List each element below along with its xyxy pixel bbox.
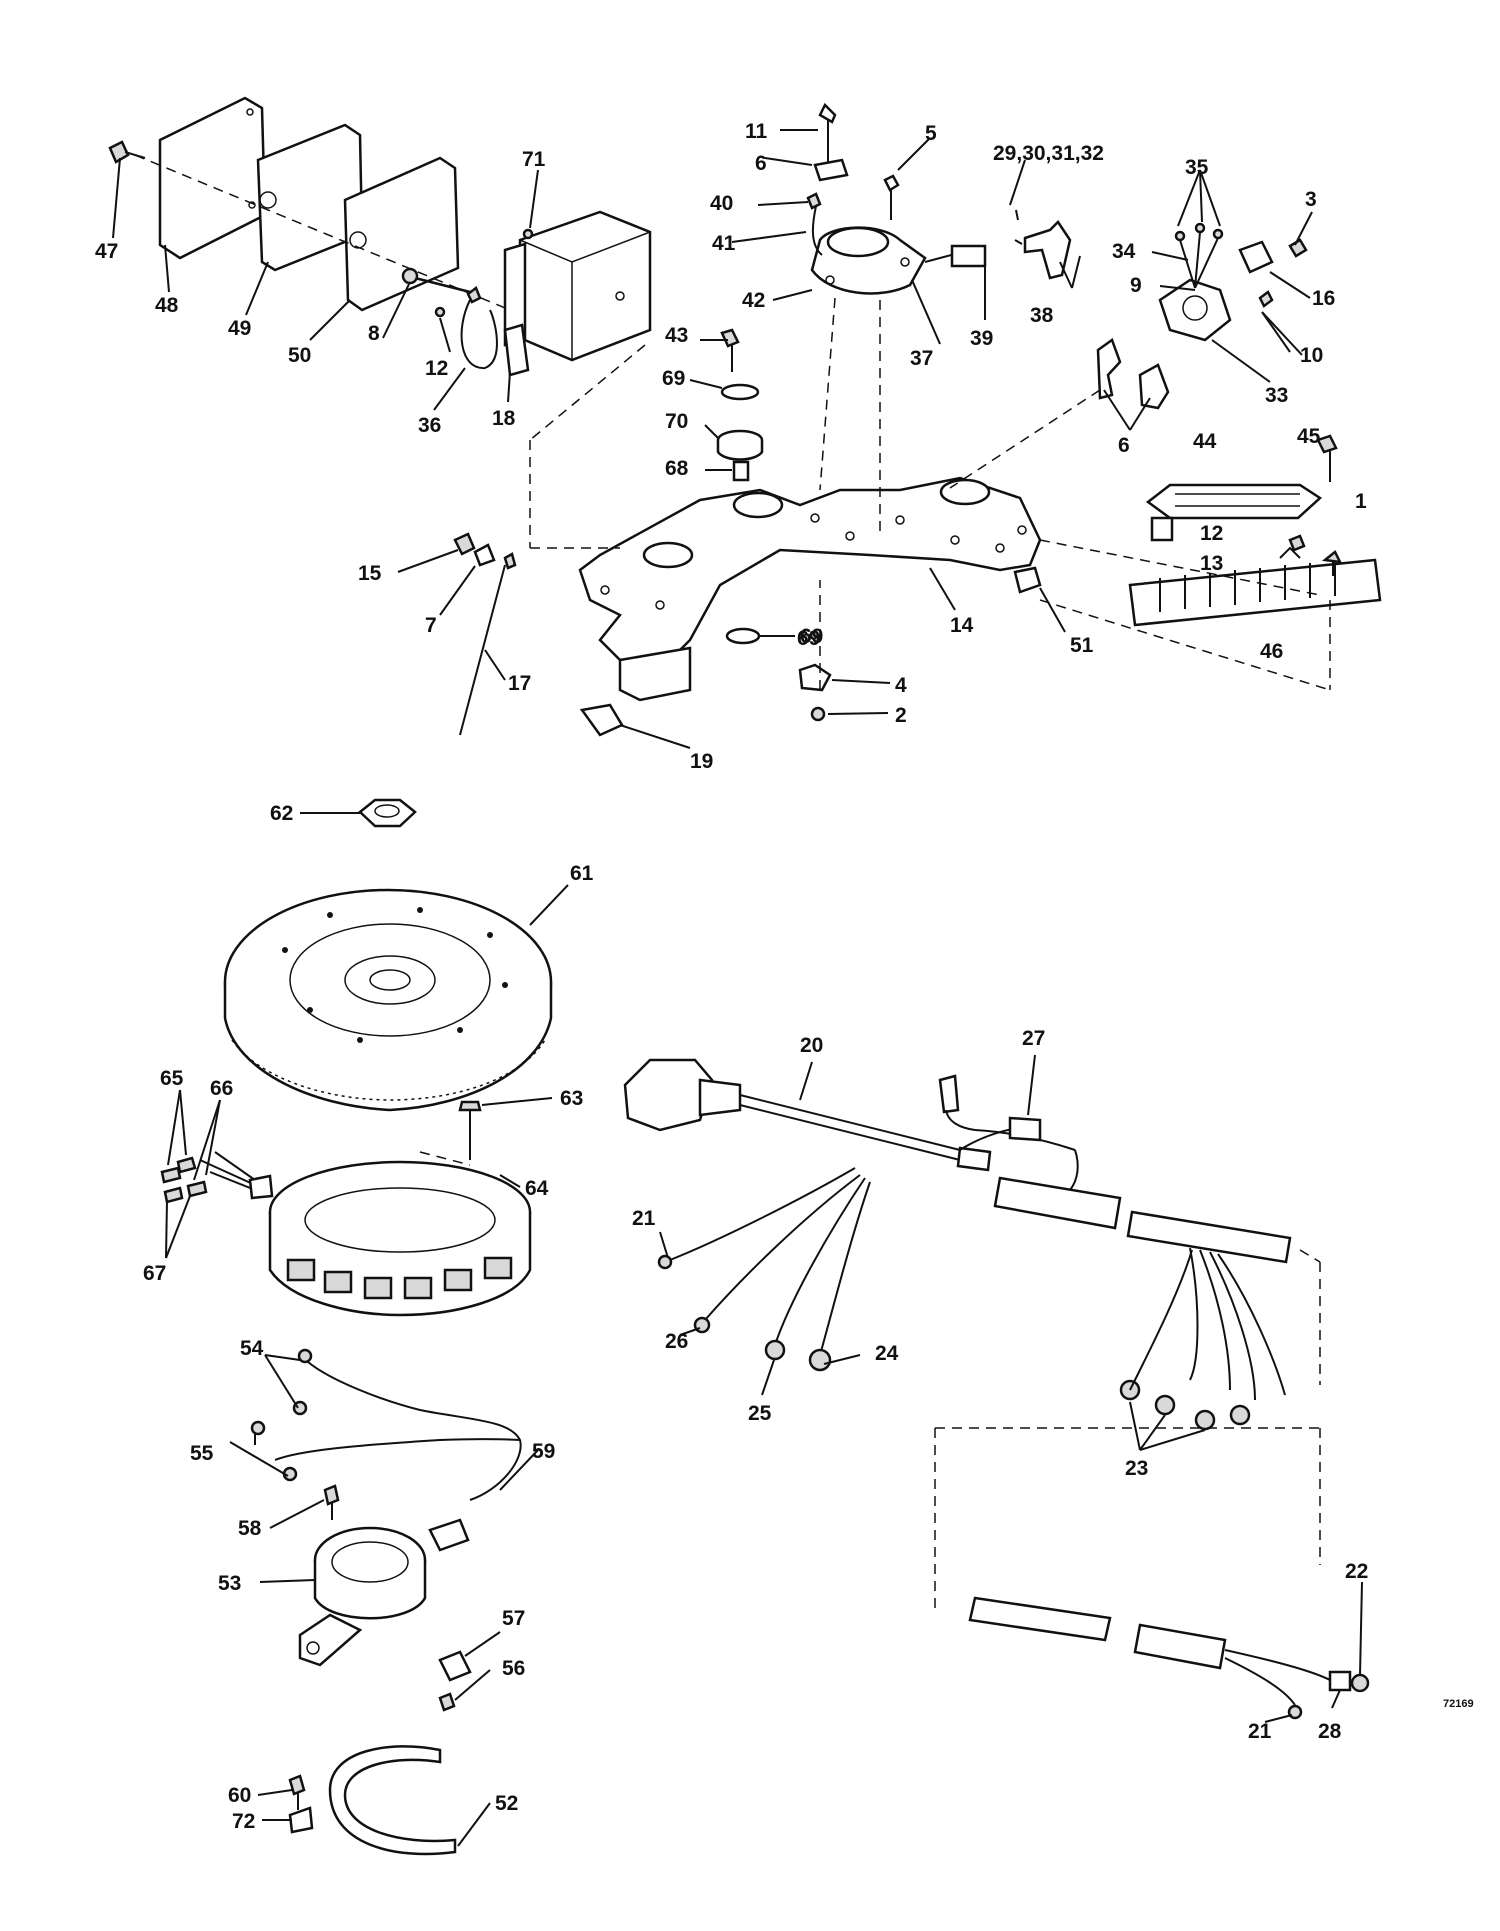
callout-label: 55: [190, 1442, 214, 1465]
stator: [160, 1100, 532, 1317]
callout-label: 20: [800, 1034, 823, 1057]
callout-label: 42: [742, 289, 765, 312]
callout-label: 8: [368, 322, 380, 345]
callout-label: 17: [508, 672, 531, 695]
callout-label: 72: [232, 1810, 255, 1833]
callout-label: 63: [560, 1087, 583, 1110]
callout-label: 5: [925, 122, 937, 145]
callout-label: 66: [210, 1077, 233, 1100]
callout-label: 70: [665, 410, 688, 433]
callout-label: 60: [228, 1784, 251, 1807]
figure-code: 72169: [1443, 1698, 1474, 1710]
callout-label: 7: [425, 614, 437, 637]
harness-extension: [934, 1427, 1370, 1720]
callout-label: 56: [502, 1657, 525, 1680]
callout-label: 27: [1022, 1027, 1045, 1050]
callout-label: 65: [160, 1067, 184, 1090]
callout-label: 34: [1112, 240, 1136, 263]
callout-label: 28: [1318, 1720, 1342, 1743]
callout-label: 9: [1130, 274, 1142, 297]
callout-label: 69: [800, 625, 823, 648]
flywheel: [223, 888, 553, 1112]
callout-label: 3: [1305, 188, 1317, 211]
callout-label: 47: [95, 240, 118, 263]
callout-label: 24: [875, 1342, 899, 1365]
callout-label: 19: [690, 750, 713, 773]
callout-label: 2: [895, 704, 907, 727]
callout-label: 62: [270, 802, 293, 825]
callout-label: 10: [1300, 344, 1323, 367]
callout-label: 43: [665, 324, 688, 347]
callout-label: 15: [358, 562, 382, 585]
callout-label: 22: [1345, 1560, 1368, 1583]
leader-lines: [112, 129, 1363, 1847]
callout-label: 6: [755, 152, 767, 175]
callout-label: 12: [1200, 522, 1223, 545]
callout-label: 33: [1265, 384, 1288, 407]
grommet-stack: [716, 328, 764, 645]
callout-label: 50: [288, 344, 311, 367]
dashed-leaders-top: [529, 297, 1331, 691]
callout-label: 44: [1193, 430, 1217, 453]
callout-label: 41: [712, 232, 736, 255]
flywheel-nut: [358, 798, 417, 828]
terminal-cover: [1145, 483, 1323, 542]
callout-label: 67: [143, 1262, 166, 1285]
small-hardware-left: [108, 140, 534, 377]
terminal-block: [1128, 434, 1382, 627]
callout-label: 68: [665, 457, 689, 480]
callout-labels: 11 5 29,30,31,32 3 35 34 9 16 10 33 6 38…: [95, 120, 1474, 1833]
callout-label: 71: [522, 148, 546, 171]
callout-label: 40: [710, 192, 733, 215]
retaining-ring: [288, 1650, 472, 1856]
callout-label: 45: [1297, 425, 1321, 448]
armature-plate: [578, 476, 1042, 702]
callout-label: 14: [950, 614, 974, 637]
callout-label: 1: [1355, 490, 1367, 513]
callout-label: 25: [748, 1402, 772, 1425]
callout-label: 12: [425, 357, 448, 380]
callout-label: 52: [495, 1792, 518, 1815]
ignition-coil: [806, 102, 1072, 295]
callout-label: 16: [1312, 287, 1335, 310]
callout-label: 11: [745, 120, 768, 143]
callout-label: 64: [525, 1177, 549, 1200]
callout-label: 61: [570, 862, 594, 885]
terminal-assembly: [1096, 222, 1308, 410]
callout-label: 18: [492, 407, 516, 430]
callout-label: 36: [418, 414, 441, 437]
callout-label: 26: [665, 1330, 688, 1353]
callout-label: 58: [238, 1517, 262, 1540]
callout-label: 69: [662, 367, 685, 390]
callout-label: 39: [970, 327, 993, 350]
callout-label: 6: [1118, 434, 1130, 457]
callout-label: 29,30,31,32: [993, 142, 1104, 165]
wiring-harness: [623, 1058, 1321, 1431]
mounting-plates: [134, 96, 511, 312]
callout-label: 35: [1185, 156, 1209, 179]
callout-label: 4: [895, 674, 907, 697]
callout-label: 51: [1070, 634, 1094, 657]
callout-label: 48: [155, 294, 179, 317]
callout-label: 59: [532, 1440, 555, 1463]
callout-label: 54: [240, 1337, 264, 1360]
callout-label: 23: [1125, 1457, 1148, 1480]
callout-label: 21: [632, 1207, 656, 1230]
callout-label: 21: [1248, 1720, 1272, 1743]
callout-label: 57: [502, 1607, 525, 1630]
callout-label: 49: [228, 317, 251, 340]
callout-label: 37: [910, 347, 933, 370]
callout-label: 53: [218, 1572, 241, 1595]
callout-label: 69: [797, 627, 820, 650]
callout-label: 46: [1260, 640, 1283, 663]
callout-label: 13: [1200, 552, 1223, 575]
timer-base: [250, 1348, 522, 1667]
callout-label: 38: [1030, 304, 1054, 327]
